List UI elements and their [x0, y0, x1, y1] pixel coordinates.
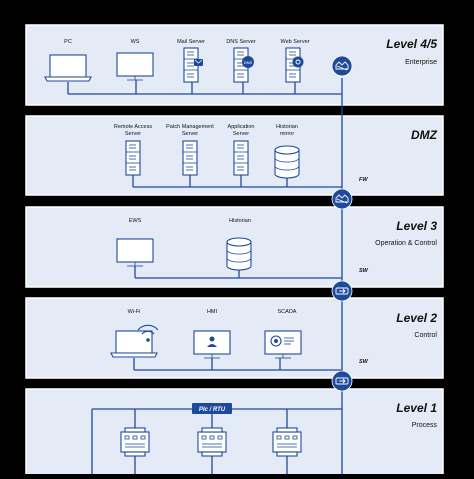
level-title: Level 3: [396, 219, 437, 233]
firewall-icon: [331, 188, 353, 210]
level-subtitle: Process: [412, 422, 438, 429]
laptop-icon: [44, 54, 92, 82]
monitor-icon: [264, 330, 302, 359]
link-label-sw: SW: [359, 359, 369, 365]
device-label-pc: PC: [64, 39, 72, 45]
dns-badge: DNS: [242, 56, 254, 68]
server-icon: [233, 140, 249, 176]
level-title: Level 4/5: [386, 37, 437, 51]
laptop-icon: [110, 330, 158, 358]
device-label-ws: WS: [131, 39, 140, 45]
device-label-web-server: Web Server: [281, 39, 310, 45]
level-subtitle: Control: [414, 332, 437, 339]
server-icon: [182, 140, 198, 176]
mail-icon: [194, 59, 203, 66]
device-label-historian: Historian: [229, 218, 251, 224]
device-label-wifi: Wi-Fi: [128, 309, 141, 315]
database-icon: [274, 145, 300, 179]
device-label-hmi: HMI: [207, 309, 218, 315]
device-label-dns-server: DNS Server: [226, 39, 256, 45]
link-label-sw: SW: [359, 268, 369, 274]
wifi-icon: [137, 324, 159, 342]
camera-icon: [270, 335, 294, 347]
monitor-icon: [116, 52, 154, 81]
device-label-scada: SCADA: [278, 309, 297, 315]
plc-icon: [120, 427, 150, 457]
plc-icon: [272, 427, 302, 457]
device-label-mail-server: Mail Server: [177, 39, 205, 45]
device-label-ews: EWS: [129, 218, 142, 224]
gear-icon: [292, 56, 304, 68]
server-icon: [125, 140, 141, 176]
switch-icon: [331, 280, 353, 302]
firewall-icon: [331, 55, 353, 77]
level-panel-control: [25, 297, 444, 379]
level-title: DMZ: [411, 128, 438, 142]
plc-icon: [197, 427, 227, 457]
switch-icon: [331, 370, 353, 392]
level-panel-process: [25, 388, 444, 479]
monitor-icon: [116, 238, 154, 267]
level-subtitle: Operation & Control: [375, 240, 437, 247]
svg-text:Plc / RTU: Plc / RTU: [199, 407, 226, 413]
svg-text:DNS: DNS: [244, 60, 253, 65]
user-icon: [207, 336, 217, 347]
database-icon: [226, 237, 252, 271]
plc-rtu-label: Plc / RTU: [192, 403, 232, 414]
level-title: Level 2: [396, 311, 437, 325]
level-title: Level 1: [396, 401, 437, 415]
link-label-fw: FW: [359, 177, 368, 183]
level-subtitle: Enterprise: [405, 59, 437, 66]
